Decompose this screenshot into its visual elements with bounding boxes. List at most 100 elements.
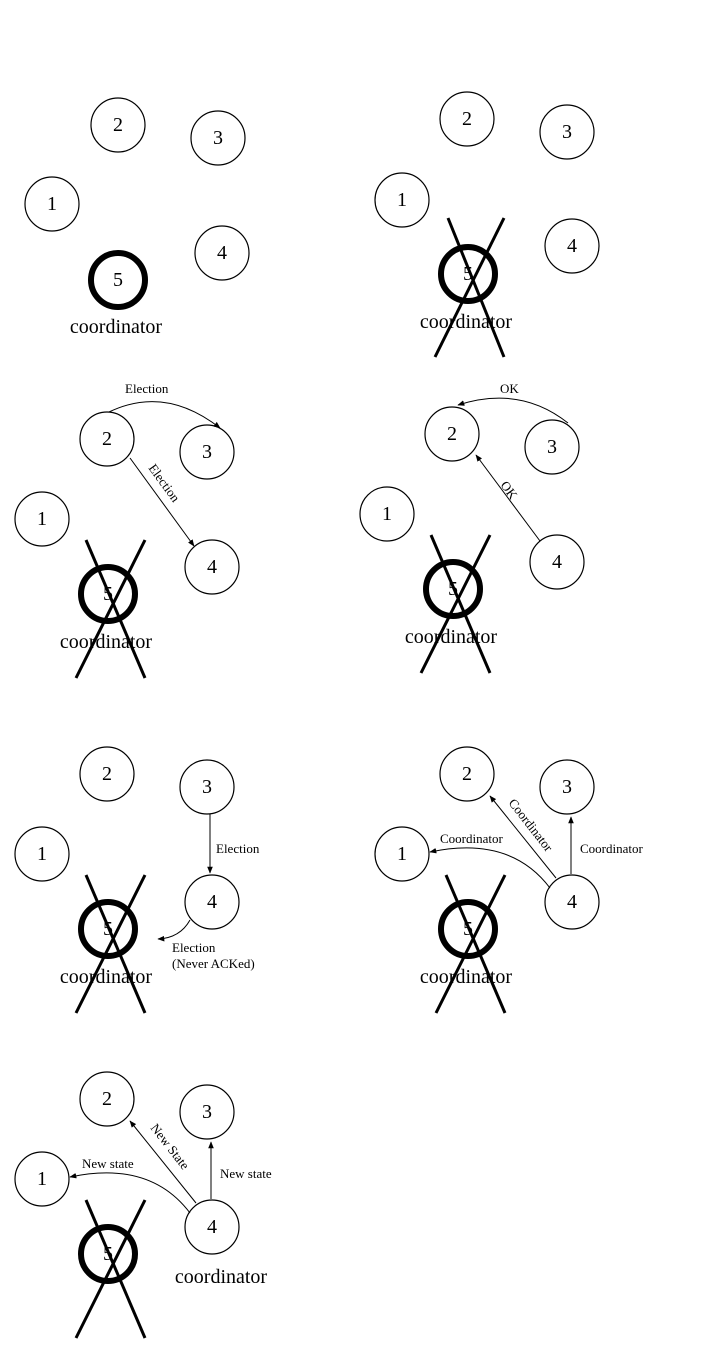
node-1 xyxy=(24,176,80,232)
node-3 xyxy=(179,759,235,815)
panel-1: 2 3 1 4 5 coordinator xyxy=(24,97,250,338)
node-2-label: 2 xyxy=(447,423,457,445)
node-3 xyxy=(539,104,595,160)
ok-label: OK xyxy=(498,478,522,503)
node-1 xyxy=(374,826,430,882)
node-3 xyxy=(539,759,595,815)
coordinator-label: coordinator xyxy=(405,626,498,648)
crash-cross-line xyxy=(446,217,506,358)
node-2-label: 2 xyxy=(462,108,472,130)
election-label: Election xyxy=(172,940,216,955)
node-4-label: 4 xyxy=(567,891,577,913)
node-3 xyxy=(190,110,246,166)
node-2 xyxy=(439,746,495,802)
node-3-label: 3 xyxy=(202,441,212,463)
node-1 xyxy=(374,172,430,228)
coordinator-msg-label: Coordinator xyxy=(580,841,643,856)
new-state-arrow-4-to-1 xyxy=(69,1172,191,1214)
node-3 xyxy=(524,419,580,475)
node-1-label: 1 xyxy=(37,843,47,865)
coordinator-label: coordinator xyxy=(60,631,153,653)
node-2 xyxy=(439,91,495,147)
node-4-label: 4 xyxy=(552,551,562,573)
panel-6: 2 3 1 4 5 coordinator Coordinator Coordi… xyxy=(374,746,643,1014)
coordinator-arrow-4-to-1 xyxy=(429,847,551,889)
node-2 xyxy=(79,746,135,802)
new-state-label: New state xyxy=(220,1166,272,1181)
node-2-label: 2 xyxy=(462,763,472,785)
node-5-label: 5 xyxy=(463,263,473,285)
node-3-label: 3 xyxy=(562,121,572,143)
coordinator-label: coordinator xyxy=(420,966,513,988)
node-1-label: 1 xyxy=(397,843,407,865)
node-1 xyxy=(14,1151,70,1207)
crash-cross-line xyxy=(74,874,147,1014)
node-4-label: 4 xyxy=(207,556,217,578)
node-2 xyxy=(79,411,135,467)
node-4-label: 4 xyxy=(567,235,577,257)
node-2 xyxy=(90,97,146,153)
node-1 xyxy=(359,486,415,542)
node-4 xyxy=(184,874,240,930)
node-4-label: 4 xyxy=(207,891,217,913)
panel-2: 2 3 1 4 5 coordinator xyxy=(374,91,600,358)
panel-4: 2 3 1 4 5 coordinator OK OK xyxy=(359,381,585,674)
node-1-label: 1 xyxy=(37,1168,47,1190)
election-label: Election xyxy=(216,841,260,856)
node-1-label: 1 xyxy=(382,503,392,525)
crash-cross-line xyxy=(84,539,147,679)
node-2-label: 2 xyxy=(102,1088,112,1110)
crash-cross-line xyxy=(74,539,147,679)
crash-cross-line xyxy=(444,874,507,1014)
coordinator-msg-label: Coordinator xyxy=(440,831,503,846)
node-4 xyxy=(194,225,250,281)
crash-cross-line xyxy=(419,534,492,674)
never-acked-label: (Never ACKed) xyxy=(172,956,255,971)
election-arrow-2-to-3 xyxy=(108,401,221,429)
node-1 xyxy=(14,826,70,882)
crash-cross-line xyxy=(429,534,492,674)
node-3-label: 3 xyxy=(202,1101,212,1123)
panel-7: 2 3 1 4 5 coordinator New state New Stat… xyxy=(14,1071,272,1339)
node-1 xyxy=(14,491,70,547)
election-arrow-4-to-5 xyxy=(157,919,191,942)
node-3-label: 3 xyxy=(562,776,572,798)
node-4-new-coordinator xyxy=(184,1199,240,1255)
crash-cross-line xyxy=(433,217,506,358)
node-1-label: 1 xyxy=(37,508,47,530)
node-1-label: 1 xyxy=(47,193,57,215)
coordinator-label: coordinator xyxy=(70,316,163,338)
node-4-label: 4 xyxy=(217,242,227,264)
crash-cross-line xyxy=(84,1199,147,1339)
node-3-label: 3 xyxy=(547,436,557,458)
ok-arrow-3-to-2 xyxy=(457,397,569,424)
node-2 xyxy=(424,406,480,462)
coordinator-label: coordinator xyxy=(175,1266,268,1288)
node-4 xyxy=(184,539,240,595)
coordinator-label: coordinator xyxy=(420,311,513,333)
node-1-label: 1 xyxy=(397,189,407,211)
new-state-arrow-4-to-2 xyxy=(129,1120,197,1204)
node-5-coordinator xyxy=(88,250,148,310)
panel-3: 2 3 1 4 5 coordinator Election Election xyxy=(14,381,240,679)
election-arrow-2-to-4 xyxy=(129,457,195,547)
crash-cross-line xyxy=(74,1199,147,1339)
node-2-label: 2 xyxy=(102,428,112,450)
node-3 xyxy=(179,1084,235,1140)
coordinator-arrow-4-to-2 xyxy=(489,795,557,879)
node-3 xyxy=(179,424,235,480)
node-2-label: 2 xyxy=(113,114,123,136)
ok-arrow-4-to-2 xyxy=(475,454,541,542)
node-3-label: 3 xyxy=(213,127,223,149)
crash-cross-line xyxy=(84,874,147,1014)
node-4 xyxy=(544,218,600,274)
election-label: Election xyxy=(146,461,184,505)
node-4 xyxy=(529,534,585,590)
coordinator-label: coordinator xyxy=(60,966,153,988)
node-2 xyxy=(79,1071,135,1127)
node-2-label: 2 xyxy=(102,763,112,785)
ok-label: OK xyxy=(500,381,519,396)
node-5-label: 5 xyxy=(113,269,123,291)
election-label: Election xyxy=(125,381,169,396)
